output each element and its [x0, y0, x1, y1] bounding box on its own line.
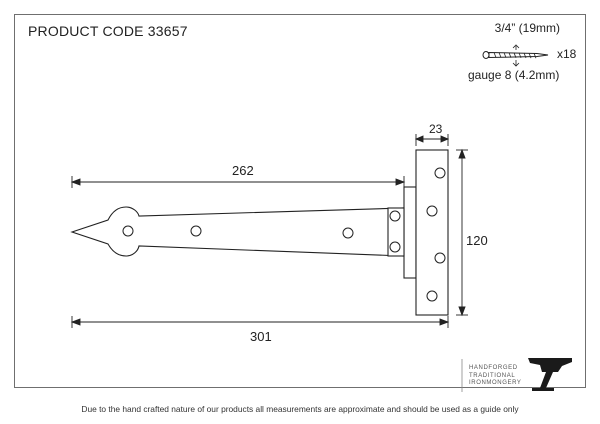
plate-height-label: 120 — [466, 233, 488, 248]
screw-quantity-label: x18 — [557, 47, 577, 61]
plate-screw-holes — [426, 167, 446, 302]
brand-logo-text: HANDFORGED TRADITIONAL IRONMONGERY — [469, 365, 522, 388]
product-code-label: PRODUCT CODE 33657 — [28, 23, 188, 39]
screw-size-label: 3/4” (19mm) — [494, 21, 560, 35]
plate-width-label: 23 — [429, 122, 443, 136]
disclaimer-text: Due to the hand crafted nature of our pr… — [81, 404, 519, 414]
hinge-knuckle — [403, 186, 417, 279]
dimension-262 — [70, 176, 406, 188]
screw-gauge-label: gauge 8 (4.2mm) — [468, 68, 560, 82]
strap-length-label: 262 — [232, 163, 254, 178]
anvil-logo-icon — [461, 358, 572, 392]
hinge-strap — [70, 206, 405, 257]
drawing-frame — [14, 14, 586, 388]
screw-icon — [482, 44, 549, 67]
logo-line-3: IRONMONGERY — [469, 380, 522, 387]
logo-line-2: TRADITIONAL — [469, 372, 516, 379]
strap-screw-holes — [122, 210, 401, 253]
overall-length-label: 301 — [250, 329, 272, 344]
logo-line-1: HANDFORGED — [469, 365, 518, 371]
dimension-23 — [414, 134, 450, 146]
dimension-301 — [70, 316, 450, 328]
dimension-120 — [456, 148, 468, 317]
